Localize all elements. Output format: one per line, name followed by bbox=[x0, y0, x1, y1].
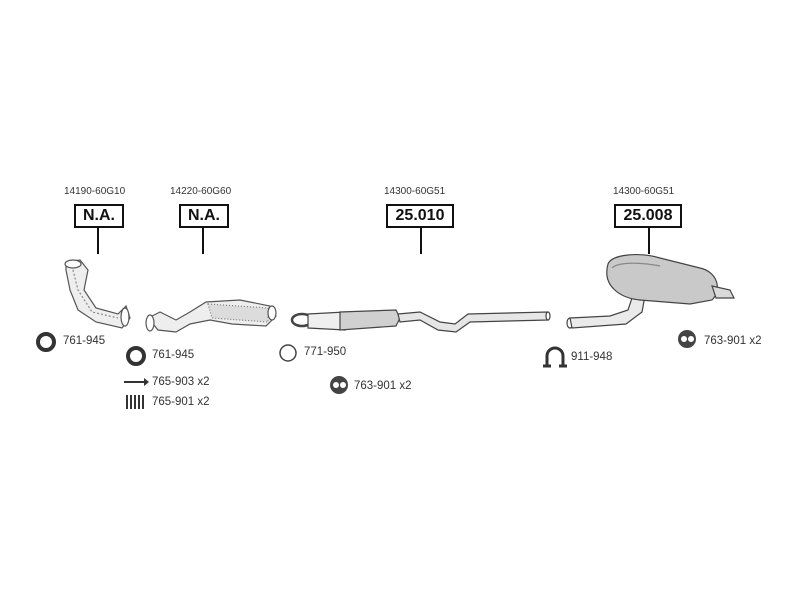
catalyst-pipe bbox=[145, 299, 277, 333]
o-ring-icon[interactable] bbox=[277, 342, 301, 366]
accessory-code: 763-901 x2 bbox=[704, 335, 762, 347]
leader-line bbox=[97, 228, 99, 254]
part-number-label: 14300-60G51 bbox=[384, 186, 446, 197]
rear-silencer bbox=[566, 254, 735, 329]
gasket-ring-icon[interactable] bbox=[34, 330, 60, 356]
bolt-icon[interactable] bbox=[122, 376, 150, 388]
front-downpipe bbox=[64, 259, 131, 329]
centre-silencer bbox=[290, 309, 551, 333]
accessory-code: 911-948 bbox=[571, 351, 613, 363]
reference-box[interactable]: N.A. bbox=[179, 204, 229, 228]
part-number-label: 14300-60G51 bbox=[613, 186, 675, 197]
accessory-code: 761-945 bbox=[63, 335, 106, 347]
part-number-label: 14220-60G60 bbox=[170, 186, 232, 197]
part-number-label: 14190-60G10 bbox=[64, 186, 126, 197]
leader-line bbox=[420, 228, 422, 254]
gasket-ring-icon[interactable] bbox=[124, 344, 150, 370]
accessory-code: 761-945 bbox=[152, 349, 195, 361]
leader-line bbox=[202, 228, 204, 254]
rubber-hanger-icon[interactable] bbox=[676, 328, 700, 352]
leader-line bbox=[648, 228, 650, 254]
accessory-code: 763-901 x2 bbox=[354, 380, 412, 392]
accessory-code: 771-950 bbox=[304, 346, 347, 358]
spring-icon[interactable] bbox=[124, 394, 150, 410]
reference-box[interactable]: 25.008 bbox=[614, 204, 682, 228]
accessory-code: 765-903 x2 bbox=[152, 376, 210, 388]
rubber-hanger-icon[interactable] bbox=[328, 374, 352, 398]
reference-box[interactable]: N.A. bbox=[74, 204, 124, 228]
reference-box[interactable]: 25.010 bbox=[386, 204, 454, 228]
accessory-code: 765-901 x2 bbox=[152, 396, 210, 408]
clamp-icon[interactable] bbox=[542, 346, 568, 370]
